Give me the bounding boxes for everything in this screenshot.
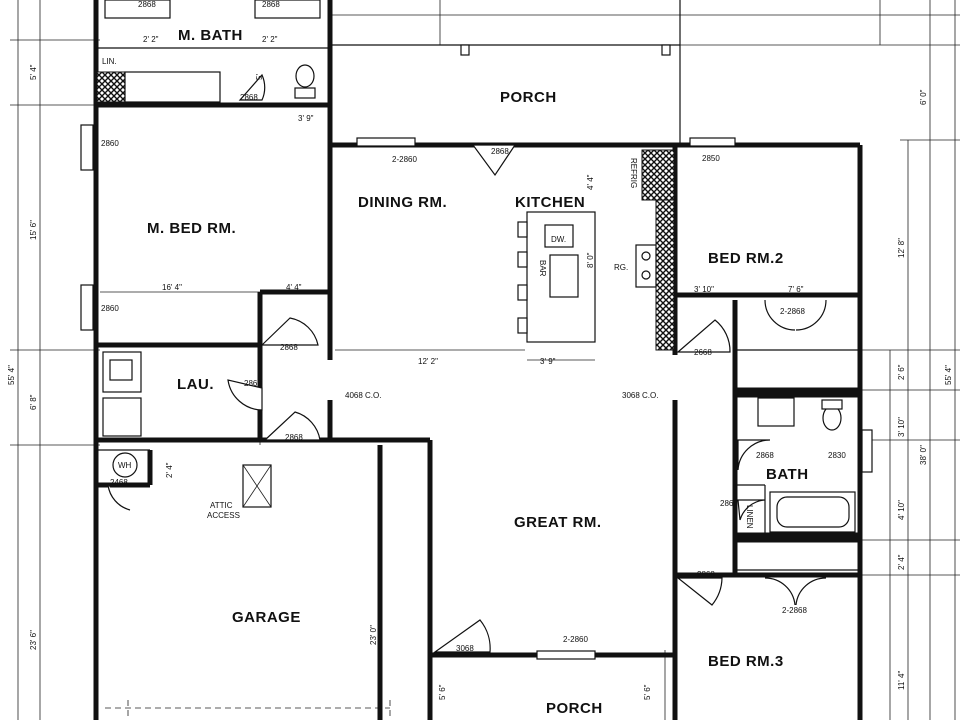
dim-label: 5' <box>255 74 264 80</box>
dim-label: 5' 6" <box>643 684 652 700</box>
cased-opening-callout: 3068 C.O. <box>622 391 658 400</box>
window-callout: 2860 <box>101 304 119 313</box>
dim-label: 11' 4" <box>897 670 906 690</box>
room-kitchen: KITCHEN <box>515 194 585 211</box>
dim-label: 55' 4" <box>7 365 16 385</box>
window-callout: 2860 <box>101 139 119 148</box>
attic-access-label: ACCESS <box>207 511 240 520</box>
dishwasher-label: DW. <box>551 235 566 244</box>
dim-label: 2' 2" <box>262 35 278 44</box>
door-callout: 2868 <box>285 433 303 442</box>
dim-label: 15' 6" <box>29 220 38 240</box>
room-garage: GARAGE <box>232 609 301 626</box>
dim-label: 3' 9" <box>540 357 556 366</box>
room-bed-3: BED RM.3 <box>708 653 784 670</box>
room-bath: BATH <box>766 466 809 483</box>
dim-label: 12' 8" <box>897 238 906 258</box>
door-callout: 2868 <box>138 0 156 9</box>
range-label: RG. <box>614 263 628 272</box>
bar-label: BAR <box>538 260 547 277</box>
door-callout: 2-2868 <box>782 606 807 615</box>
dim-label: 3' 10" <box>897 417 906 437</box>
door-callout: 2868 <box>244 379 262 388</box>
dim-label: 4' 4" <box>586 174 595 190</box>
room-porch-front: PORCH <box>546 700 603 717</box>
dim-label: 2' 4" <box>165 462 174 478</box>
water-heater-label: WH <box>118 461 132 470</box>
room-laundry: LAU. <box>177 376 214 393</box>
fixture-labels: LIN. DW. BAR RG. REFRIG WH ATTIC ACCESS … <box>102 57 754 529</box>
dimension-lines <box>10 0 960 720</box>
door-callout: 2868 <box>756 451 774 460</box>
dim-label: 6' 8" <box>29 394 38 410</box>
dim-label: 2' 2" <box>143 35 159 44</box>
door-callout: 2868 <box>240 93 258 102</box>
room-dining: DINING RM. <box>358 194 447 211</box>
cased-opening-callout: 4068 C.O. <box>345 391 381 400</box>
room-master-bed: M. BED RM. <box>147 220 236 237</box>
room-labels: M. BATH PORCH DINING RM. KITCHEN M. BED … <box>147 27 809 717</box>
dim-label: 6' 0" <box>919 89 928 105</box>
dim-label: 7' 6" <box>788 285 804 294</box>
kitchen-wall-cabinet <box>655 199 675 351</box>
window-callout: 2-2860 <box>563 635 588 644</box>
dim-label: 16' 4" <box>162 283 182 292</box>
dim-label: 3' 9" <box>298 114 314 123</box>
dim-label: 38' 0" <box>919 445 928 465</box>
door-callout: 2868 <box>491 147 509 156</box>
dim-label: 23' 0" <box>369 625 378 645</box>
kitchen-refrig-cabinet <box>641 149 675 201</box>
room-great-room: GREAT RM. <box>514 514 602 531</box>
door-callout: 2868 <box>262 0 280 9</box>
dim-label: 2' 6" <box>897 364 906 380</box>
dim-label: 23' 6" <box>29 630 38 650</box>
walls <box>93 0 863 720</box>
linen-label: LIN. <box>102 57 117 66</box>
dim-label: 8' 0" <box>586 252 595 268</box>
dim-label: 3' 10" <box>694 285 714 294</box>
dim-label: 55' 4" <box>944 365 953 385</box>
door-callout: 3068 <box>456 644 474 653</box>
refrig-label: REFRIG <box>629 158 638 188</box>
window-callout: 2-2860 <box>392 155 417 164</box>
room-bed-2: BED RM.2 <box>708 250 784 267</box>
dim-label: 2' 4" <box>897 554 906 570</box>
room-porch-rear: PORCH <box>500 89 557 106</box>
bath-linen-label: LINEN <box>745 505 754 529</box>
door-callout: 2468 <box>110 478 128 487</box>
door-callout: 2868 <box>697 570 715 579</box>
dim-label: 5' 4" <box>29 64 38 80</box>
dim-label: 4' 10" <box>897 500 906 520</box>
door-callout: 2868 <box>280 343 298 352</box>
window-callout: 2850 <box>702 154 720 163</box>
dim-label: 5' 6" <box>438 684 447 700</box>
dimension-labels: 2' 2" 2' 2" 3' 9" 16' 4" 4' 4" 12' 2" 3'… <box>7 35 953 700</box>
door-callout: 2668 <box>694 348 712 357</box>
dim-label: 12' 2" <box>418 357 438 366</box>
window-callout: 2830 <box>828 451 846 460</box>
master-bath-linen <box>96 71 126 103</box>
door-swings <box>107 73 827 653</box>
room-master-bath: M. BATH <box>178 27 243 44</box>
door-callouts: 2868 2868 2868 2860 2860 2-2860 2868 285… <box>101 0 846 653</box>
fixtures <box>80 0 873 660</box>
door-callout: 2868 <box>720 499 738 508</box>
dim-label: 4' 4" <box>286 283 302 292</box>
attic-label: ATTIC <box>210 501 233 510</box>
door-callout: 2-2868 <box>780 307 805 316</box>
